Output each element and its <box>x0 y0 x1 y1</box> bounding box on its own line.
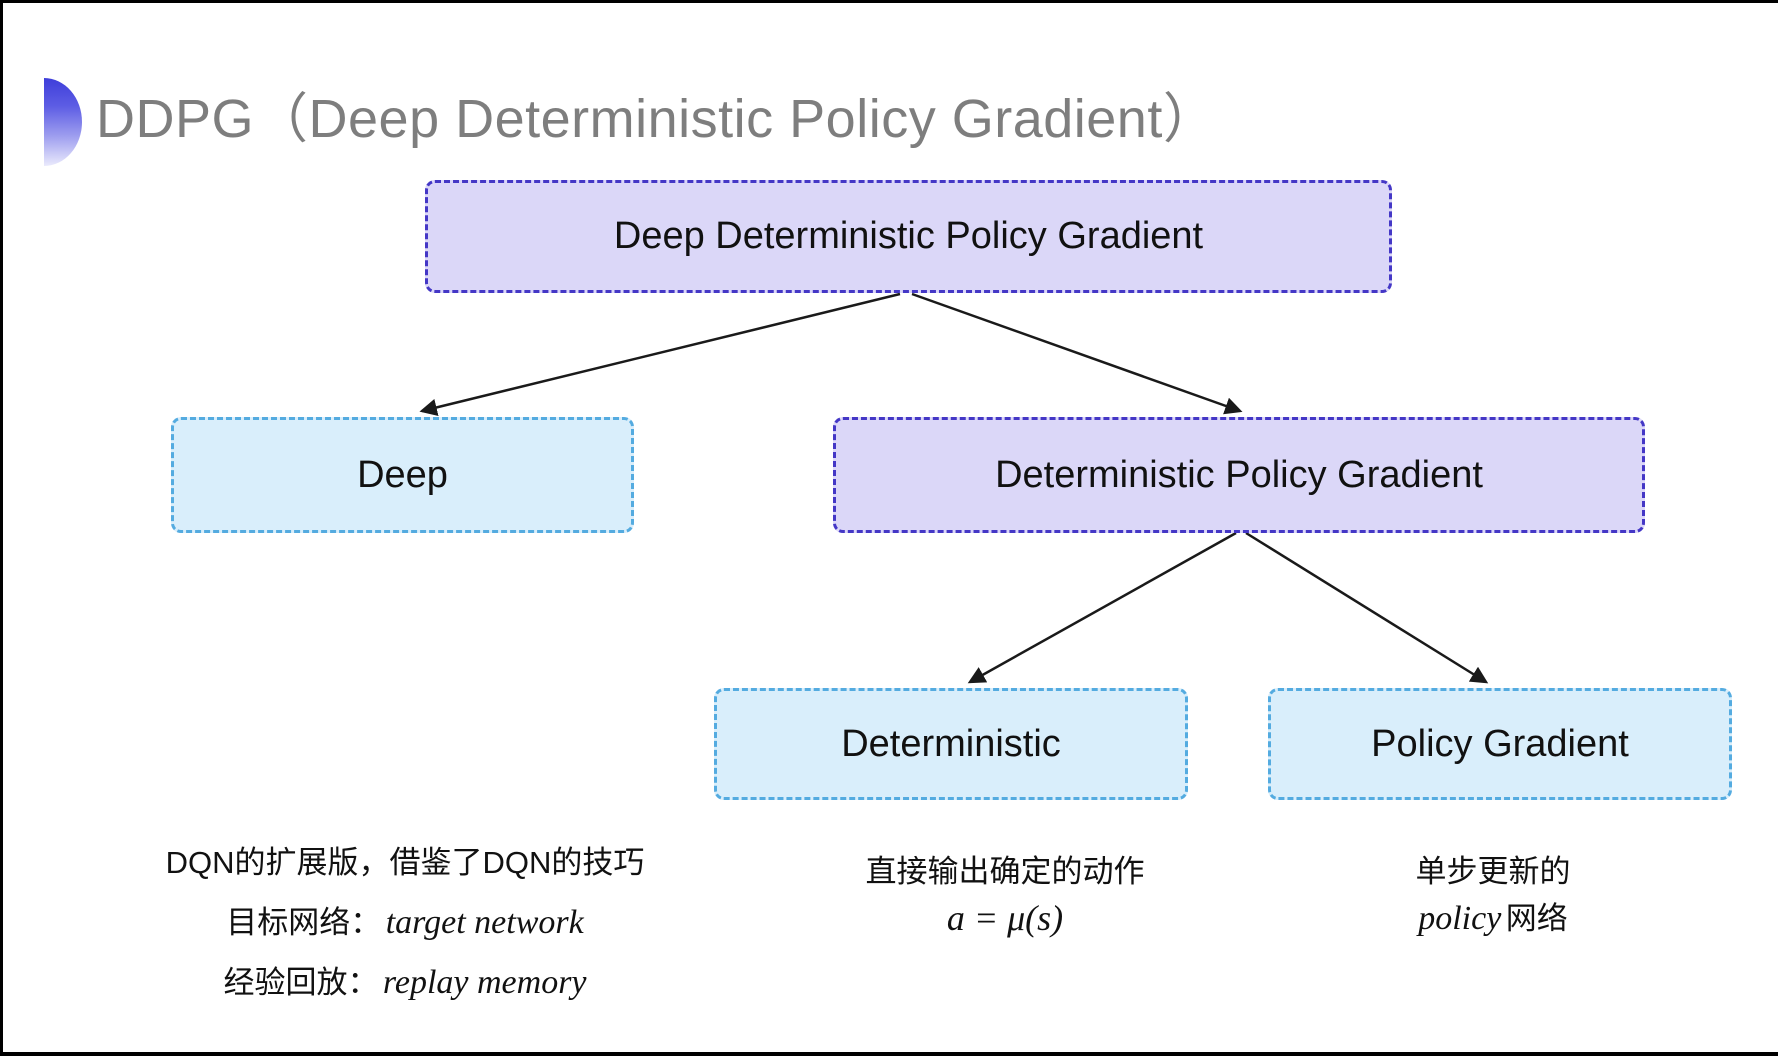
deterministic-note-line1: 直接输出确定的动作 <box>865 854 1145 889</box>
edge-dpg-to-policy-gradient <box>1245 531 1489 684</box>
page-title: DDPG（Deep Deterministic Policy Gradient） <box>96 89 1218 149</box>
node-label: Deep <box>357 453 448 496</box>
node-label: Deep Deterministic Policy Gradient <box>613 215 1204 257</box>
edge-ddpg-to-dpg <box>911 292 1243 415</box>
annotation-policy-gradient-notes: 单步更新的 policy 网络 <box>1323 848 1663 942</box>
node-label: Deterministic <box>841 722 1061 765</box>
node-policy-gradient: Policy Gradient <box>1268 688 1732 800</box>
title-bullet-icon <box>44 78 82 166</box>
edge-dpg-to-deterministic <box>967 531 1237 684</box>
node-deterministic: Deterministic <box>714 688 1188 800</box>
deep-note-line3-term: replay memory <box>382 964 587 1001</box>
policy-gradient-note-line1: 单步更新的 <box>1415 854 1571 889</box>
deep-note-line2: 目标网络： target network <box>118 893 692 953</box>
node-deterministic-policy-gradient: Deterministic Policy Gradient <box>833 417 1645 533</box>
policy-gradient-note-rest: 网络 <box>1505 901 1568 936</box>
node-deep: Deep <box>171 417 634 533</box>
frame-top-border <box>0 0 1778 3</box>
policy-gradient-note-line2: policy 网络 <box>1323 895 1663 942</box>
deep-note-line2-label: 目标网络： <box>226 905 382 940</box>
frame-left-border <box>0 0 3 1056</box>
deep-note-line3-label: 经验回放： <box>223 965 379 1000</box>
annotation-deterministic-notes: 直接输出确定的动作 a = μ(s) <box>815 848 1195 942</box>
node-label: Policy Gradient <box>1371 722 1629 765</box>
deterministic-formula: a = μ(s) <box>946 898 1064 938</box>
node-label: Deterministic Policy Gradient <box>995 453 1483 496</box>
annotation-deep-notes: DQN的扩展版，借鉴了DQN的技巧 目标网络： target network 经… <box>118 833 692 1013</box>
deep-note-line2-term: target network <box>385 904 584 941</box>
policy-gradient-note-term: policy <box>1418 900 1502 937</box>
deep-note-line3: 经验回放： replay memory <box>118 953 692 1013</box>
deep-note-line1: DQN的扩展版，借鉴了DQN的技巧 <box>165 845 645 880</box>
edge-ddpg-to-deep <box>419 292 901 416</box>
frame-bottom-border <box>0 1052 1778 1056</box>
node-deep-deterministic-policy-gradient: Deep Deterministic Policy Gradient <box>425 180 1392 293</box>
